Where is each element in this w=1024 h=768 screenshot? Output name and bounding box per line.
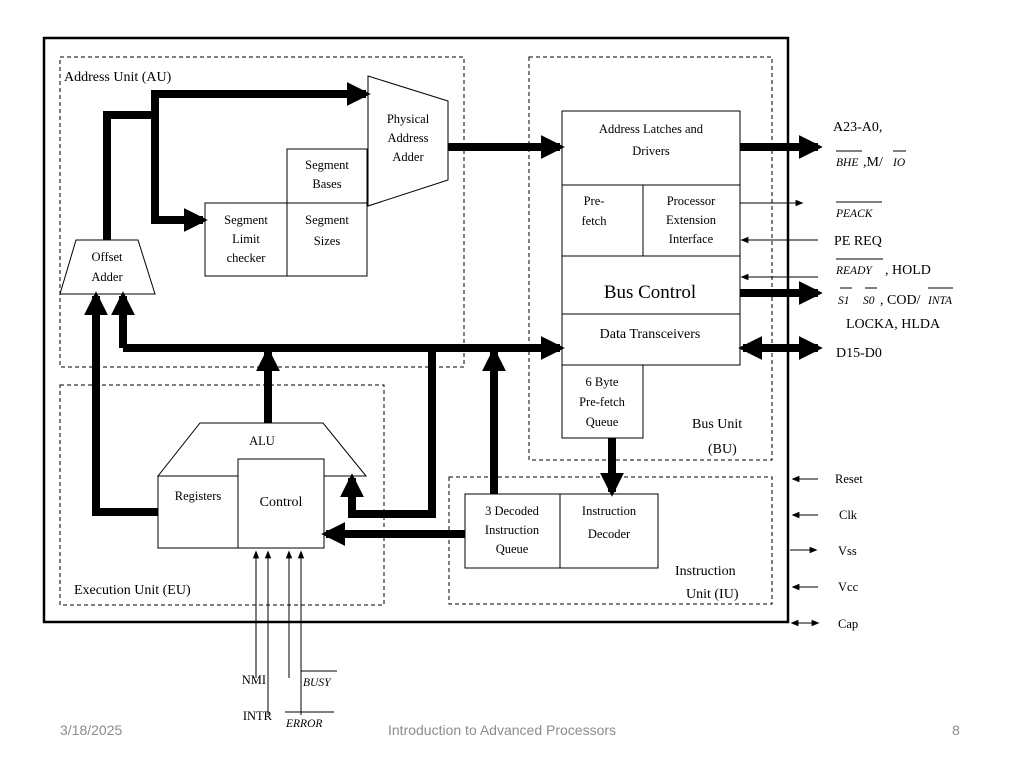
prefetch-queue-line-3: Queue: [586, 415, 619, 429]
segment-bases-box: [286, 148, 368, 204]
decoded-queue-line-2: Instruction: [485, 523, 540, 537]
hold-label: , HOLD: [885, 263, 931, 278]
decoded-queue-line-1: 3 Decoded: [485, 504, 540, 518]
decoded-queue-line-3: Queue: [496, 542, 529, 556]
instruction-unit-label-2: Unit (IU): [686, 587, 739, 602]
instruction-unit-label-1: Instruction: [675, 564, 736, 579]
instruction-decoder-box: [559, 493, 659, 569]
s1-label: S1: [838, 295, 850, 307]
segment-limit-line-3: checker: [227, 251, 267, 265]
control-label: Control: [260, 495, 303, 510]
lock-hlda-label: LOCKA, HLDA: [846, 317, 941, 332]
peack-label: PEACK: [835, 208, 874, 220]
pe-req-label: PE REQ: [834, 234, 882, 249]
processor-extension-box: [642, 184, 741, 257]
intr-label: INTR: [243, 709, 273, 723]
cod-label: , COD/: [880, 293, 921, 308]
segment-limit-line-2: Limit: [232, 232, 260, 246]
address-latches-line-2: Drivers: [632, 144, 670, 158]
physical-adder-line-1: Physical: [387, 112, 430, 126]
footer-date: 3/18/2025: [60, 722, 123, 738]
data-transceivers-box: [561, 313, 741, 366]
segment-sizes-line-1: Segment: [305, 213, 349, 227]
processor-ext-line-3: Interface: [669, 232, 714, 246]
address-bus-label: A23-A0,: [833, 120, 882, 135]
segment-sizes-line-2: Sizes: [314, 234, 341, 248]
reset-label: Reset: [835, 472, 863, 486]
prefetch-line-2: fetch: [582, 214, 608, 228]
clk-label: Clk: [839, 508, 858, 522]
offset-adder: [59, 239, 156, 295]
busy-label: BUSY: [303, 677, 332, 689]
prefetch-queue-line-2: Pre-fetch: [579, 395, 626, 409]
nmi-label: NMI: [242, 673, 266, 687]
processor-ext-line-1: Processor: [667, 194, 716, 208]
bus-unit-label-1: Bus Unit: [692, 417, 742, 432]
control-box: [237, 458, 325, 549]
data-transceivers-label: Data Transceivers: [600, 327, 701, 342]
prefetch-line-1: Pre-: [584, 194, 605, 208]
ready-label: READY: [835, 265, 873, 277]
error-label: ERROR: [285, 718, 322, 730]
vcc-label: Vcc: [838, 580, 859, 594]
segment-limit-line-1: Segment: [224, 213, 268, 227]
segment-limit-box: [204, 202, 288, 277]
prefetch-box: [561, 184, 644, 257]
io-label: IO: [892, 157, 906, 169]
offset-adder-line-2: Adder: [91, 270, 123, 284]
bus-unit-box: [528, 56, 773, 461]
physical-adder-line-2: Address: [388, 131, 429, 145]
chip-boundary: [42, 36, 790, 624]
address-unit-label: Address Unit (AU): [64, 70, 172, 85]
physical-address-adder: [367, 75, 449, 207]
segment-bases-line-2: Bases: [312, 177, 341, 191]
offset-adder-line-1: Offset: [91, 250, 123, 264]
segment-bases-line-1: Segment: [305, 158, 349, 172]
prefetch-queue-box: [561, 364, 644, 439]
alu-label: ALU: [249, 434, 275, 448]
inta-label: INTA: [927, 295, 953, 307]
footer-page-number: 8: [952, 722, 960, 738]
mio-label: ,M/: [863, 155, 883, 170]
data-bus-label: D15-D0: [836, 346, 882, 361]
instruction-decoder-line-1: Instruction: [582, 504, 637, 518]
s0-label: S0: [863, 295, 875, 307]
arrow-bus-to-alu: [340, 352, 436, 518]
instruction-decoder-line-2: Decoder: [588, 527, 631, 541]
cap-label: Cap: [838, 617, 858, 631]
registers-label: Registers: [175, 489, 222, 503]
vss-label: Vss: [838, 544, 857, 558]
bhe-label: BHE: [836, 157, 858, 169]
execution-unit-box: [59, 384, 385, 606]
address-latches-line-1: Address Latches and: [599, 122, 704, 136]
execution-unit-label: Execution Unit (EU): [74, 583, 191, 598]
processor-ext-line-2: Extension: [666, 213, 717, 227]
prefetch-queue-line-1: 6 Byte: [586, 375, 619, 389]
registers-box: [157, 475, 239, 549]
bus-control-label: Bus Control: [604, 282, 696, 303]
arrow-to-segment-limit: [151, 115, 208, 232]
segment-sizes-box: [286, 202, 368, 277]
arrow-registers-to-offset-adder: [84, 291, 158, 516]
footer-title: Introduction to Advanced Processors: [388, 722, 617, 738]
physical-adder-line-3: Adder: [392, 150, 424, 164]
bus-unit-label-2: (BU): [708, 442, 737, 457]
